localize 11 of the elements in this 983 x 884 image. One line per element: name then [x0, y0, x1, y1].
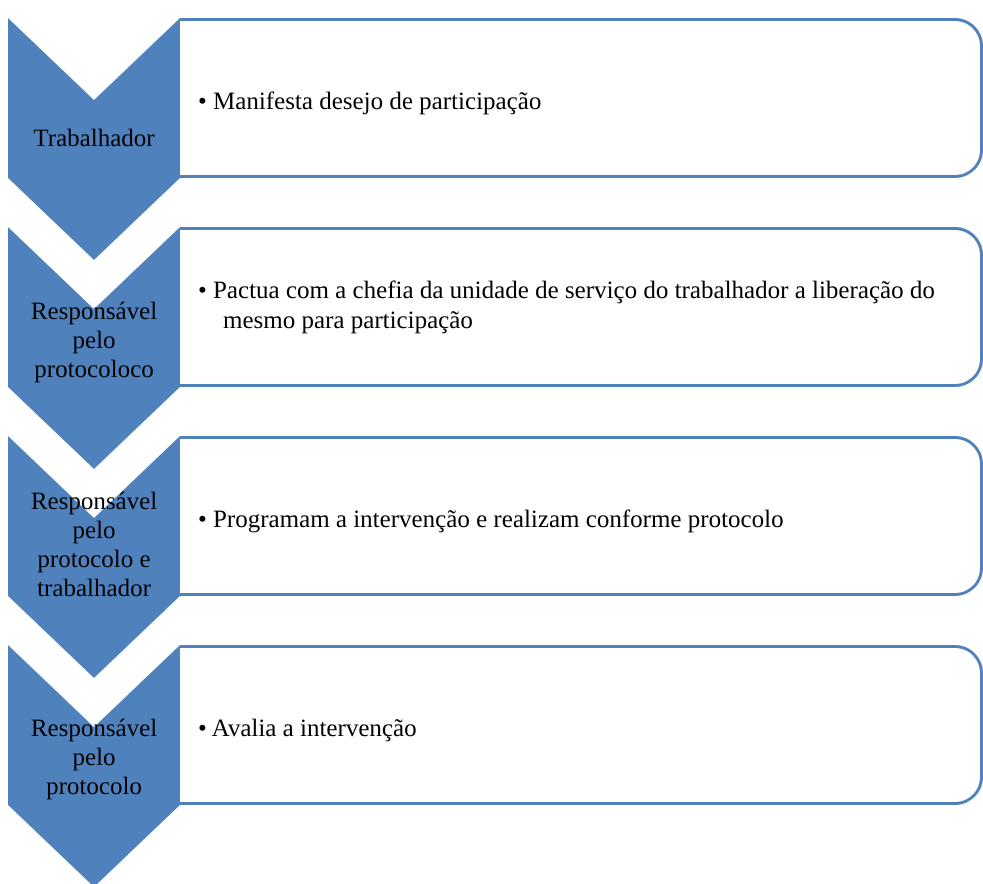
step-description-box [180, 227, 983, 387]
step-description-box [180, 18, 983, 178]
bullet-item: • Pactua com a chefia da unidade de serviço do trabalhador a liberação do mesmo para participação [198, 276, 936, 336]
bullet-item: • Manifesta desejo de participação [198, 87, 542, 117]
step-role-label: Responsável pelo protocolo [30, 714, 158, 801]
step-role-label: Responsável pelo protocoloco [30, 297, 158, 384]
step-description-box [180, 436, 983, 596]
bullet-item: • Programam a intervenção e realizam conforme protocolo [198, 505, 785, 535]
step-role-label: Trabalhador [32, 124, 156, 153]
step-description-box [180, 645, 983, 805]
bullet-item: • Avalia a intervenção [198, 714, 418, 744]
